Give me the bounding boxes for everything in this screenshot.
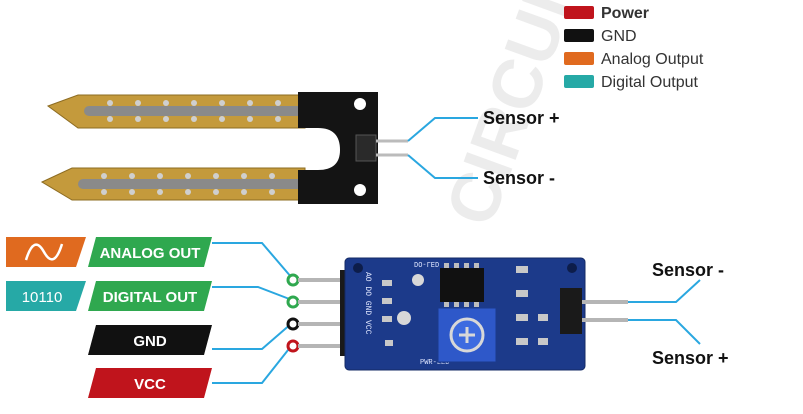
soil-probe (40, 92, 408, 204)
pin-ring-digital (286, 295, 300, 309)
legend: Power GND Analog Output Digital Output (564, 5, 704, 91)
legend-swatch-gnd (564, 29, 594, 42)
pin-wires (212, 242, 293, 384)
module-label-plus: Sensor + (652, 348, 729, 368)
probe-connector (355, 134, 377, 162)
probe-label-minus: Sensor - (483, 168, 555, 188)
module-label-minus: Sensor - (652, 260, 724, 280)
pcb-ic-chip (440, 268, 484, 302)
pin-ring-analog (286, 273, 300, 287)
pcb-hole-left (353, 263, 363, 273)
probe-head-hole-top (354, 98, 366, 110)
pin-labels: ANALOG OUT 10110 DIGITAL OUT GND VCC (6, 237, 212, 398)
pcb-silk-led1: DO-LED (414, 259, 439, 267)
probe-head (298, 92, 378, 204)
pcb-sensor-connector (560, 288, 582, 334)
legend-swatch-power (564, 6, 594, 19)
probe-wires (407, 117, 478, 179)
pcb-silk-pins: AO DO GND VCC (363, 272, 372, 335)
pin-label-analog-bg (88, 237, 212, 267)
pin-label-analog: ANALOG OUT (100, 245, 201, 262)
module-wires (628, 279, 701, 345)
probe-trace-lower (78, 179, 304, 189)
legend-label-gnd: GND (601, 28, 637, 45)
pin-label-vcc: VCC (134, 376, 166, 393)
pin-rings (286, 273, 300, 353)
pin-ring-gnd (286, 317, 300, 331)
digital-icon-box (6, 281, 86, 311)
pin-label-vcc-bg (88, 368, 212, 398)
sine-wave-icon (24, 243, 64, 261)
legend-label-digital: Digital Output (601, 74, 698, 91)
pin-ring-vcc (286, 339, 300, 353)
probe-trace-upper (84, 106, 304, 116)
probe-head-hole-bottom (354, 184, 366, 196)
probe-dots (101, 100, 281, 195)
legend-swatch-digital (564, 75, 594, 88)
probe-label-plus: Sensor + (483, 108, 560, 128)
pcb-module: AO DO GND VCC DO-LED PWR-LED (344, 257, 628, 371)
pin-label-digital: DIGITAL OUT (103, 289, 197, 306)
pin-label-gnd-bg (88, 325, 212, 355)
legend-label-analog: Analog Output (601, 51, 704, 68)
digital-icon-text: 10110 (22, 289, 63, 306)
pcb-hole-right (567, 263, 577, 273)
legend-swatch-analog (564, 52, 594, 65)
pcb-silk-led2: PWR-LED (420, 359, 449, 367)
pin-label-digital-bg (88, 281, 212, 311)
analog-icon-box (6, 237, 86, 267)
pin-label-gnd: GND (133, 333, 167, 350)
legend-label-power: Power (601, 5, 649, 22)
